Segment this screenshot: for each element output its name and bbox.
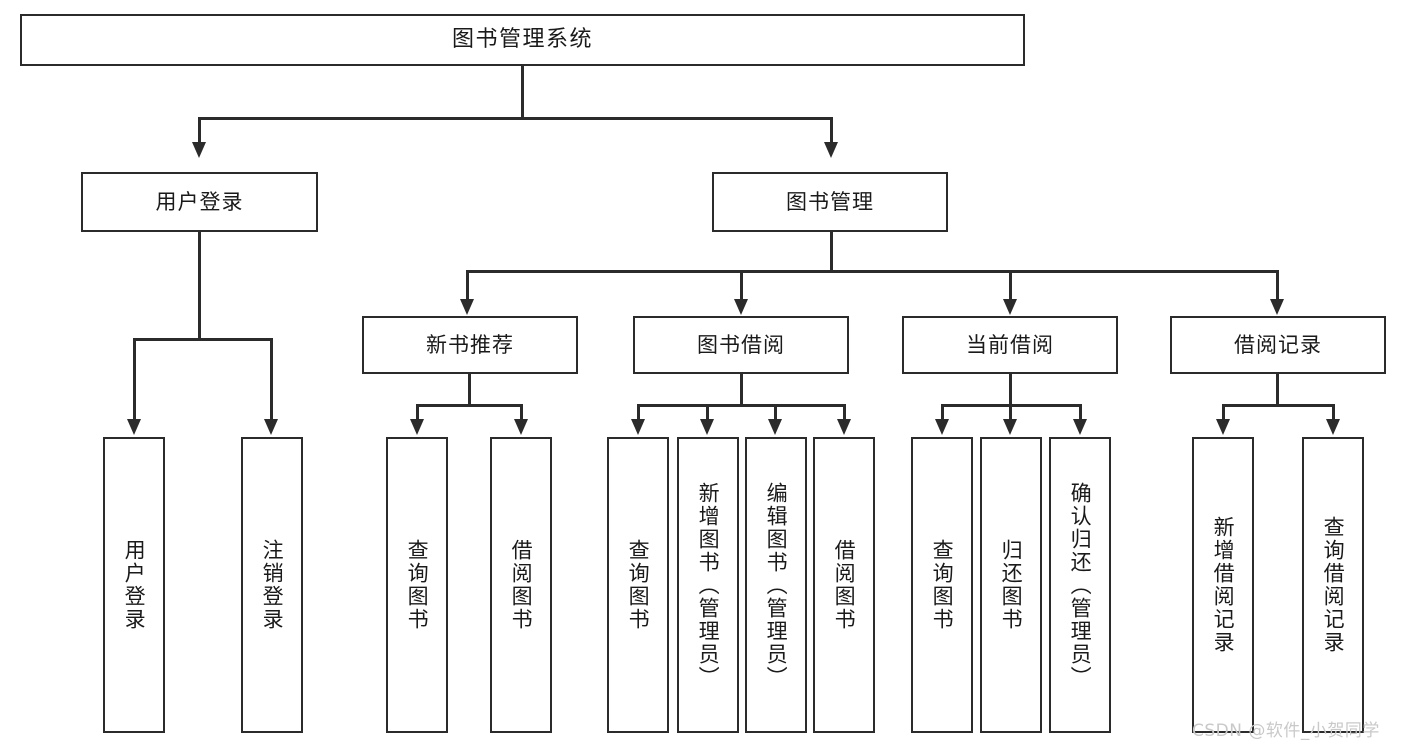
leaf-book-borrow-edit[interactable]: 编辑图书（管理员）: [745, 437, 807, 733]
node-user-login[interactable]: 用户登录: [81, 172, 318, 232]
arrowhead-leaf-br-2: [1326, 419, 1340, 435]
connector-new-book-recommend-stem: [468, 374, 471, 406]
connector-drop-leaf-cb-1: [941, 404, 944, 420]
node-root-book-management-system[interactable]: 图书管理系统: [20, 14, 1025, 66]
arrowhead-leaf-bb-1: [631, 419, 645, 435]
node-current-borrow[interactable]: 当前借阅: [902, 316, 1118, 374]
connector-drop-leaf-bb-2: [706, 404, 709, 420]
leaf-current-borrow-confirm-return[interactable]: 确认归还（管理员）: [1049, 437, 1111, 733]
node-book-management[interactable]: 图书管理: [712, 172, 948, 232]
connector-level2-bus: [198, 117, 832, 120]
connector-drop-leaf-user-login-2: [270, 338, 273, 420]
node-label: 借阅图书: [509, 539, 534, 631]
node-label: 图书管理系统: [451, 27, 593, 53]
arrowhead-leaf-cb-3: [1073, 419, 1087, 435]
connector-drop-leaf-nbr-2: [520, 404, 523, 420]
connector-drop-user-login: [198, 117, 201, 144]
node-new-book-recommend[interactable]: 新书推荐: [362, 316, 578, 374]
arrowhead-book-management: [824, 142, 838, 158]
connector-drop-leaf-user-login-1: [133, 338, 136, 420]
arrowhead-current-borrow: [1003, 299, 1017, 315]
leaf-new-book-recommend-borrow[interactable]: 借阅图书: [490, 437, 552, 733]
connector-drop-leaf-cb-3: [1079, 404, 1082, 420]
node-label: 查询图书: [626, 539, 651, 631]
leaf-user-login-logout[interactable]: 注销登录: [241, 437, 303, 733]
node-label: 借阅记录: [1234, 332, 1322, 357]
connector-user-login-leaf-bus: [133, 338, 272, 341]
arrowhead-leaf-nbr-2: [514, 419, 528, 435]
connector-drop-book-management: [830, 117, 833, 144]
connector-borrow-record-leaf-bus: [1222, 404, 1334, 407]
connector-drop-leaf-bb-4: [843, 404, 846, 420]
connector-current-borrow-stem: [1009, 374, 1012, 406]
connector-root-stem: [521, 66, 524, 118]
connector-drop-book-borrow: [740, 270, 743, 300]
connector-borrow-record-stem: [1276, 374, 1279, 406]
arrowhead-leaf-user-login-1: [127, 419, 141, 435]
node-label: 借阅图书: [832, 539, 857, 631]
node-label: 查询图书: [930, 539, 955, 631]
arrowhead-leaf-bb-2: [700, 419, 714, 435]
arrowhead-leaf-cb-1: [935, 419, 949, 435]
node-label: 查询借阅记录: [1321, 516, 1346, 654]
node-label: 查询图书: [405, 539, 430, 631]
node-label: 归还图书: [999, 539, 1024, 631]
arrowhead-user-login: [192, 142, 206, 158]
connector-drop-borrow-record: [1276, 270, 1279, 300]
leaf-book-borrow-query[interactable]: 查询图书: [607, 437, 669, 733]
node-label: 用户登录: [122, 539, 147, 631]
leaf-new-book-recommend-query[interactable]: 查询图书: [386, 437, 448, 733]
arrowhead-leaf-br-1: [1216, 419, 1230, 435]
connector-book-management-stem: [830, 232, 833, 272]
node-label: 新增借阅记录: [1211, 516, 1236, 654]
arrowhead-book-borrow: [734, 299, 748, 315]
connector-drop-leaf-br-1: [1222, 404, 1225, 420]
connector-drop-leaf-cb-2: [1009, 404, 1012, 420]
node-label: 用户登录: [155, 189, 244, 214]
arrowhead-leaf-bb-3: [768, 419, 782, 435]
node-label: 图书管理: [786, 189, 874, 214]
connector-drop-leaf-bb-3: [774, 404, 777, 420]
connector-book-borrow-leaf-bus: [637, 404, 845, 407]
arrowhead-borrow-record: [1270, 299, 1284, 315]
node-label: 图书借阅: [697, 332, 785, 357]
node-book-borrow[interactable]: 图书借阅: [633, 316, 849, 374]
node-borrow-record[interactable]: 借阅记录: [1170, 316, 1386, 374]
connector-user-login-stem: [198, 232, 201, 340]
arrowhead-new-book-recommend: [460, 299, 474, 315]
leaf-user-login-login[interactable]: 用户登录: [103, 437, 165, 733]
leaf-current-borrow-query[interactable]: 查询图书: [911, 437, 973, 733]
connector-drop-current-borrow: [1009, 270, 1012, 300]
node-label: 确认归还（管理员）: [1068, 481, 1093, 689]
arrowhead-leaf-user-login-2: [264, 419, 278, 435]
leaf-current-borrow-return[interactable]: 归还图书: [980, 437, 1042, 733]
arrowhead-leaf-nbr-1: [410, 419, 424, 435]
connector-level3-bus: [466, 270, 1278, 273]
csdn-watermark: CSDN @软件_小贺同学: [1192, 721, 1380, 741]
node-label: 新增图书（管理员）: [696, 481, 721, 689]
leaf-book-borrow-borrow[interactable]: 借阅图书: [813, 437, 875, 733]
leaf-book-borrow-add[interactable]: 新增图书（管理员）: [677, 437, 739, 733]
arrowhead-leaf-cb-2: [1003, 419, 1017, 435]
node-label: 新书推荐: [426, 332, 514, 357]
connector-book-borrow-stem: [740, 374, 743, 406]
node-label: 编辑图书（管理员）: [764, 481, 789, 689]
connector-drop-new-book-recommend: [466, 270, 469, 300]
connector-drop-leaf-nbr-1: [416, 404, 419, 420]
leaf-borrow-record-add[interactable]: 新增借阅记录: [1192, 437, 1254, 733]
leaf-borrow-record-query[interactable]: 查询借阅记录: [1302, 437, 1364, 733]
connector-drop-leaf-bb-1: [637, 404, 640, 420]
connector-new-book-recommend-leaf-bus: [416, 404, 522, 407]
node-label: 注销登录: [260, 539, 285, 631]
node-label: 当前借阅: [966, 332, 1054, 357]
arrowhead-leaf-bb-4: [837, 419, 851, 435]
connector-drop-leaf-br-2: [1332, 404, 1335, 420]
